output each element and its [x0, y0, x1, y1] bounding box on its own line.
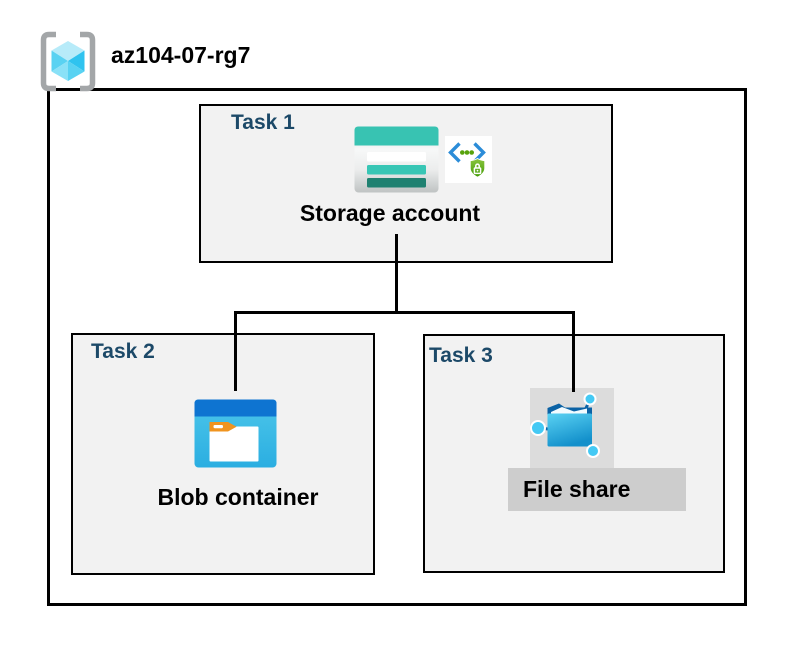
- storage-account-icon: [354, 126, 439, 193]
- connector-to-blob: [234, 311, 237, 391]
- blob-container-label: Blob container: [157, 484, 319, 510]
- task2-label: Task 2: [91, 340, 155, 363]
- connector-horizontal: [234, 311, 575, 314]
- connector-storage-stem: [395, 234, 398, 312]
- file-share-label-band: [508, 468, 686, 511]
- connector-to-fileshare: [572, 311, 575, 392]
- resource-group-title: az104-07-rg7: [111, 42, 251, 68]
- resource-group-icon: [40, 31, 96, 92]
- code-lock-icon: [445, 136, 492, 183]
- resource-group-boundary: [47, 88, 747, 606]
- task1-label: Task 1: [231, 111, 295, 134]
- file-share-icon: [530, 388, 614, 468]
- task3-label: Task 3: [429, 344, 493, 367]
- blob-container-icon: [194, 399, 277, 468]
- storage-account-label: Storage account: [299, 200, 481, 226]
- file-share-label: File share: [523, 476, 631, 502]
